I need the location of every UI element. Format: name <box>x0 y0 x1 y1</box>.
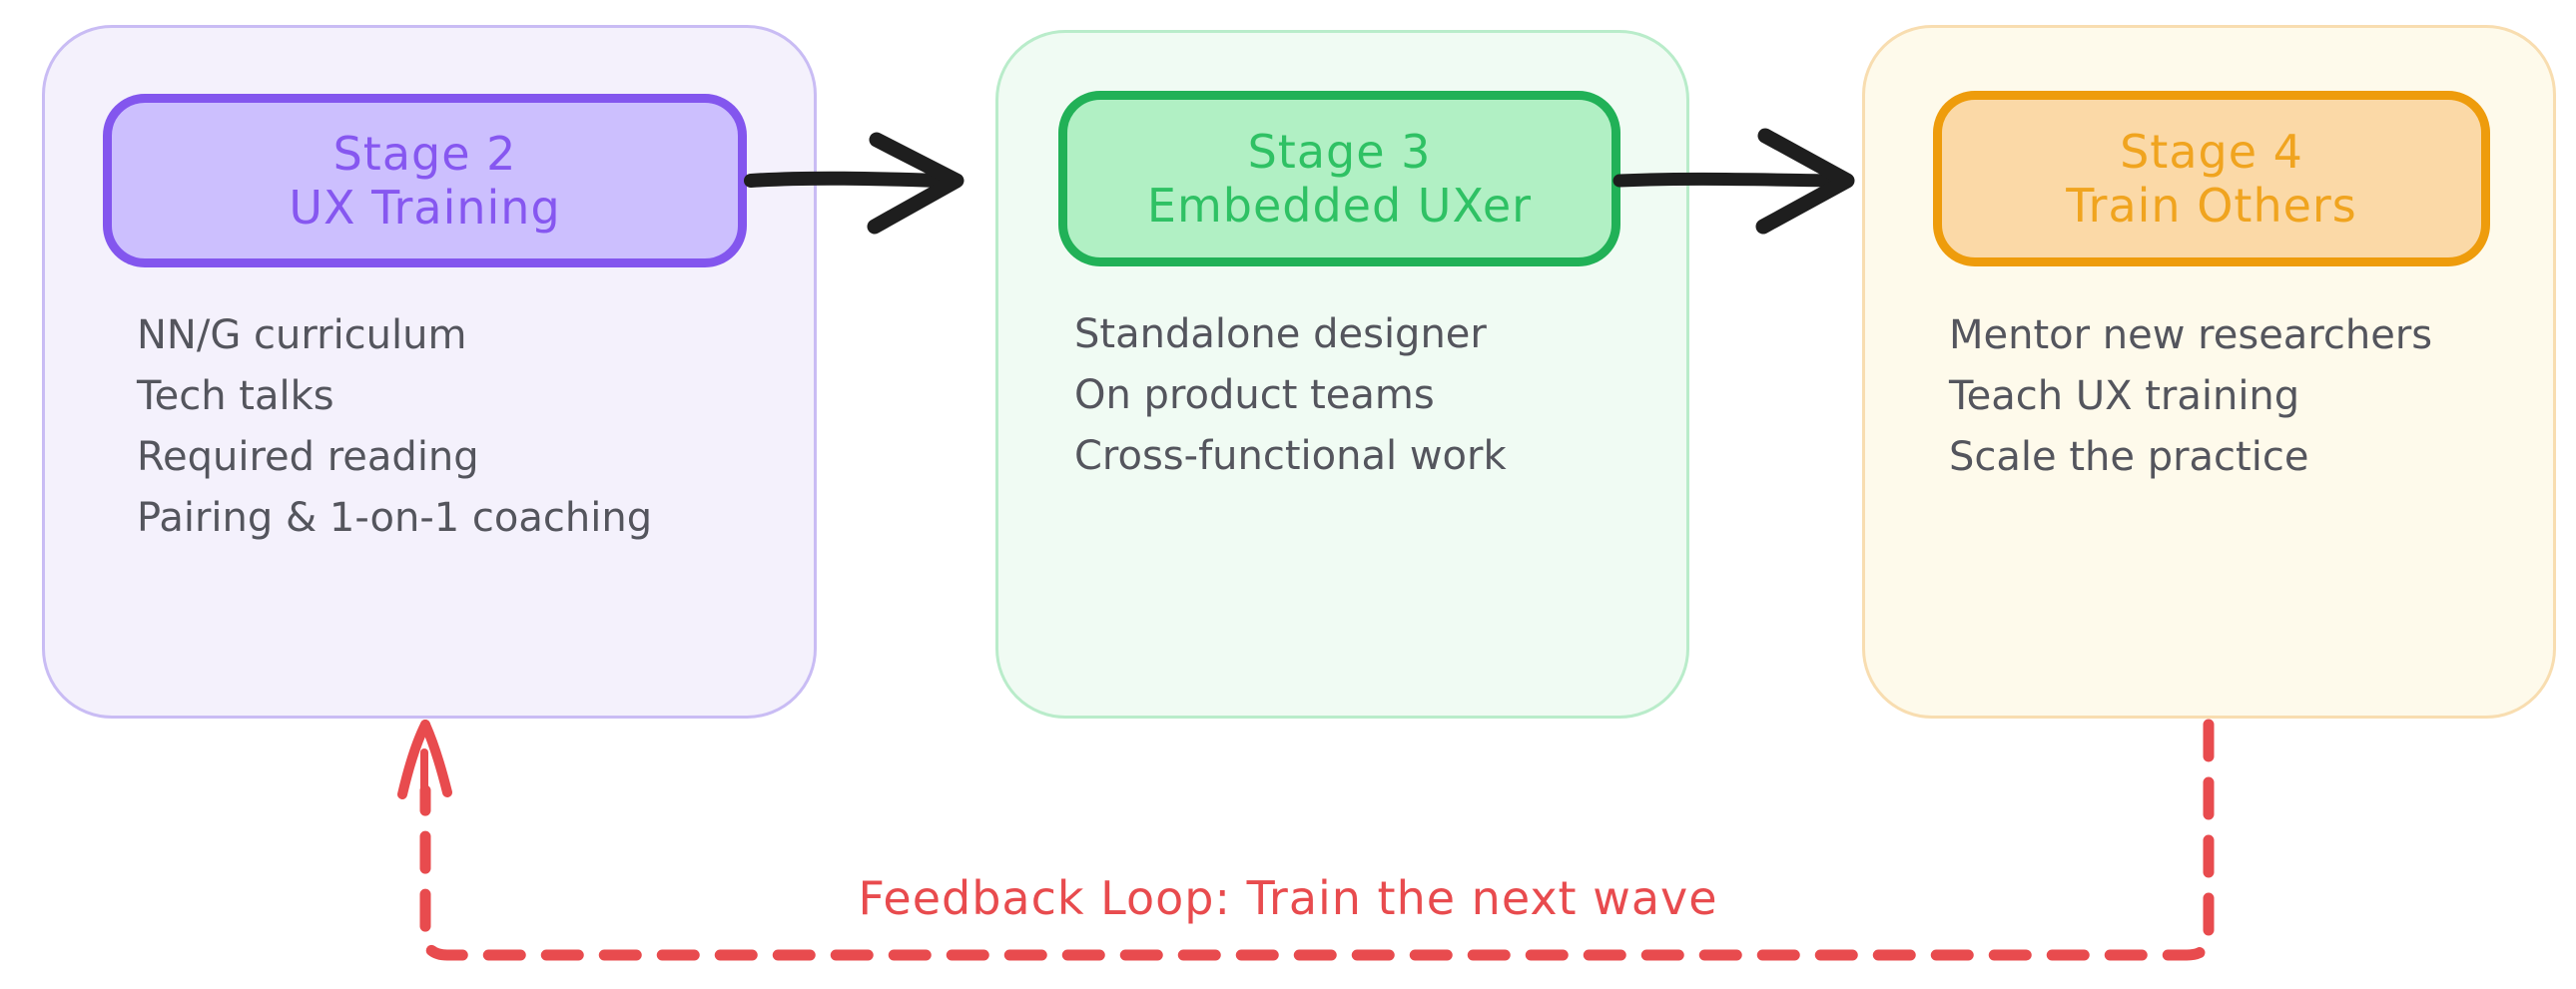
feedback-loop-label: Feedback Loop: Train the next wave <box>858 871 1718 925</box>
list-item: Teach UX training <box>1949 373 2300 419</box>
list-item: On product teams <box>1074 372 1435 418</box>
stage2-item-list: NN/G curriculum Tech talks Required read… <box>137 305 652 549</box>
stage4-title-line2: Train Others <box>2066 179 2357 233</box>
stage2-header: Stage 2 UX Training <box>103 94 747 267</box>
list-item: Tech talks <box>137 373 334 419</box>
stage2-card: Stage 2 UX Training NN/G curriculum Tech… <box>42 25 817 719</box>
stage4-header: Stage 4 Train Others <box>1933 91 2490 266</box>
stage3-item-list: Standalone designer On product teams Cro… <box>1074 304 1507 487</box>
stage2-title-line1: Stage 2 <box>332 127 517 181</box>
stage3-header: Stage 3 Embedded UXer <box>1058 91 1620 266</box>
stage2-title-line2: UX Training <box>289 181 561 235</box>
list-item: NN/G curriculum <box>137 312 467 358</box>
list-item: Cross-functional work <box>1074 433 1507 479</box>
stage3-title-line2: Embedded UXer <box>1146 179 1533 233</box>
stage4-title-line1: Stage 4 <box>2120 125 2303 179</box>
list-item: Required reading <box>137 434 479 480</box>
stage3-card: Stage 3 Embedded UXer Standalone designe… <box>995 30 1689 719</box>
list-item: Scale the practice <box>1949 434 2309 480</box>
list-item: Standalone designer <box>1074 311 1487 357</box>
list-item: Mentor new researchers <box>1949 312 2433 358</box>
list-item: Pairing & 1-on-1 coaching <box>137 495 653 541</box>
stage4-item-list: Mentor new researchers Teach UX training… <box>1949 305 2432 488</box>
stage3-title-line1: Stage 3 <box>1247 125 1432 179</box>
stage4-card: Stage 4 Train Others Mentor new research… <box>1862 25 2556 719</box>
